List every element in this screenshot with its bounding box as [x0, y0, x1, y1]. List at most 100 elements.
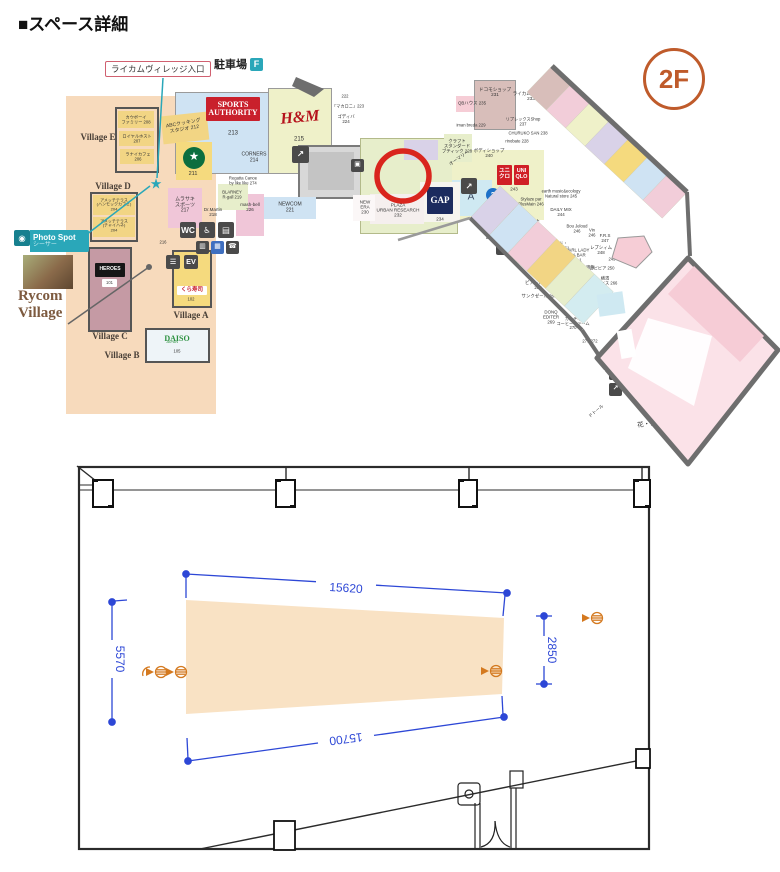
- heroes-sign: HEROES: [95, 263, 125, 277]
- store-label: mash-bell 226: [240, 201, 260, 212]
- store-label: 213: [227, 130, 239, 137]
- store-label: ドコモショップ 231: [478, 86, 512, 97]
- store-label: エスモント ロンド エスクール 259: [513, 218, 545, 234]
- purple-block: [404, 140, 438, 160]
- plan-column: [273, 820, 296, 851]
- location-star-icon: ★: [149, 175, 163, 192]
- floor-plan: 15620 15700 5570 2850: [76, 465, 651, 851]
- store-label: ピンネ: [622, 248, 636, 254]
- store-label: 234: [436, 216, 444, 222]
- uniqlo-jp-sign: ユニ クロ: [497, 165, 512, 185]
- store-label: アメッチテラス (チャイハネ) 204: [100, 218, 128, 233]
- store-label: 265: [584, 277, 592, 283]
- store-label: 九重親 263: [537, 256, 551, 266]
- door-swing-arc: [494, 820, 511, 848]
- plan-door-group: [457, 770, 524, 848]
- door-fixture-knob: [464, 789, 474, 799]
- camera-icon: ◉: [14, 230, 30, 246]
- daiso-block: [145, 328, 210, 363]
- photo-spot-title: Photo Spot: [33, 232, 76, 242]
- heart-glyph: ♥: [649, 341, 655, 349]
- store-label: 102: [187, 296, 195, 302]
- rycom-line1: Rycom: [18, 288, 63, 304]
- store-label: サンクゼール 268: [521, 293, 557, 299]
- daiso-sign: DAISO: [164, 334, 190, 344]
- hm-logo: H&M: [279, 107, 321, 128]
- wheelchair-icon: ♿: [199, 222, 215, 238]
- aed-icon: AED♥: [498, 199, 514, 215]
- escalator-icon: ↗: [609, 383, 622, 396]
- door-fixture: [457, 782, 481, 806]
- exchange-icon: ¥: [682, 339, 695, 352]
- aeon-style-sign: ÆON STYLE: [634, 383, 698, 397]
- photo-spot-badge: Photo Spot シーサー: [30, 230, 89, 252]
- store-label: earth music&ecology Natural store 245: [541, 188, 581, 198]
- village-e-unit: [119, 131, 154, 146]
- store-label: Regatta Canoe by like like 274: [228, 175, 258, 185]
- store-label: 横濱 スパイス 266: [592, 275, 618, 285]
- gray-hall-inner: [308, 152, 354, 190]
- faucet-icon: [582, 611, 604, 625]
- chip-101: 101: [102, 279, 117, 287]
- blarney-block: [218, 184, 248, 210]
- store-label: アメッチテラス (ハンモックカフェ) 204: [96, 197, 132, 212]
- dim-top-value: 15620: [329, 580, 363, 596]
- restroom-icon: WC: [697, 331, 710, 344]
- store-label: CHURUKO SAN 238: [508, 130, 548, 136]
- store-label: 271 272: [582, 338, 598, 344]
- mall-map: ライカムヴィレッジ入口 駐車場 F 2F Photo Spot シーサー Ryc…: [14, 48, 749, 430]
- escalator-icon: ↗: [662, 340, 675, 353]
- store-label: 花・カフェテラス: [636, 416, 690, 430]
- store-label: 215: [293, 136, 305, 143]
- escalator-icon: ↗: [292, 146, 309, 163]
- store-label: 105: [173, 348, 181, 354]
- murasaki-block: [168, 188, 202, 228]
- rycom-line2: Village: [18, 305, 63, 322]
- store-label: Village A: [173, 309, 209, 320]
- uniqlo-en-sign: UNI QLO: [514, 165, 529, 185]
- store-label: リプレックスShop 237: [505, 116, 541, 126]
- store-label: BLARNEY R-gall 219: [222, 189, 242, 199]
- space-outline: [186, 600, 504, 714]
- store-label: Village D: [95, 180, 131, 191]
- store-label: お惣菜: [731, 331, 749, 348]
- store-label: ビアードパパ 262: [524, 280, 552, 290]
- rycom-village-label: Rycom Village: [18, 288, 62, 323]
- stairs-icon: ☰: [166, 255, 180, 269]
- store-label: iman breda 229: [456, 122, 486, 128]
- parking-label: 駐車場 F: [214, 56, 263, 72]
- info-icon: ?: [664, 321, 678, 335]
- faucet-icon: [166, 665, 188, 679]
- escalator-icon: ↗: [461, 178, 477, 194]
- store-label: ゴディバ 224: [337, 114, 355, 124]
- store-label: rinobate 228: [505, 138, 529, 144]
- parking-text: 駐車場: [214, 59, 247, 71]
- dim-right-value: 2850: [545, 637, 559, 664]
- store-label: Stylaze par PlusMain 246: [518, 196, 544, 206]
- store-label: レジ: [673, 364, 685, 372]
- photo-spot-subtitle: シーサー: [33, 241, 57, 248]
- store-label: CORNERS 214: [241, 151, 267, 163]
- store-label: Village C: [92, 330, 128, 341]
- aed-icon: AED♥: [644, 335, 660, 351]
- store-label: チーズケーキ セラー 267: [574, 295, 600, 305]
- store-label: ドトール: [587, 403, 605, 419]
- plan-column: [633, 479, 651, 508]
- starbucks-icon: ★: [183, 147, 205, 169]
- store-label: Vin 246: [588, 227, 596, 237]
- plan-column: [635, 748, 651, 769]
- photo-spot-image: [23, 255, 73, 289]
- floor-badge: 2F: [643, 48, 705, 110]
- store-label: 化粧品: [624, 336, 634, 353]
- store-label: F.R.S 247: [599, 233, 611, 243]
- store-label: NEW ERA 230: [359, 199, 371, 215]
- store-label: Village E: [80, 131, 116, 142]
- dimension-lines: 15620 15700 5570 2850: [108, 570, 559, 765]
- store-label: Village B: [104, 349, 140, 360]
- village-e-unit: [120, 149, 154, 164]
- dim-left-value: 5570: [113, 646, 127, 673]
- store-label: Hare sulli 262: [510, 254, 528, 264]
- gap-sign: GAP: [427, 187, 453, 214]
- new-era-block: [353, 195, 375, 221]
